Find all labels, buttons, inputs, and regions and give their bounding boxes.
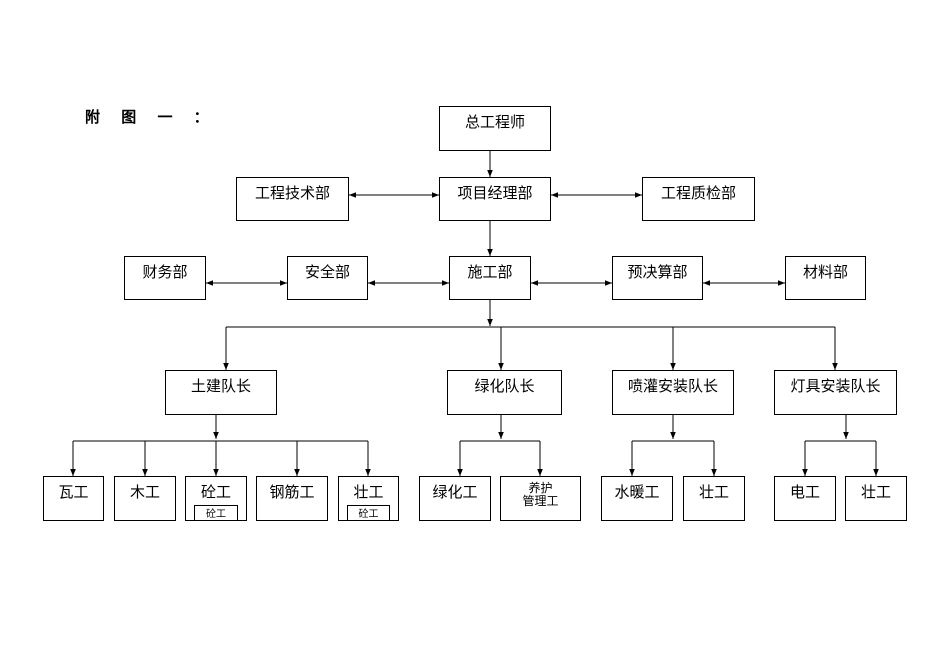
worker-laborer-box-3: 壮工 [845, 476, 907, 521]
lighting-team-box: 灯具安装队长 [774, 370, 897, 415]
greening-team-box: 绿化队长 [447, 370, 562, 415]
worker-concrete-box: 砼工 砼工 [185, 476, 247, 521]
figure-caption: 附 图 一 ： [85, 108, 217, 126]
budget-dept-box: 预决算部 [612, 256, 703, 300]
worker-concrete-label: 砼工 [200, 483, 231, 501]
worker-maintenance-line2: 管理工 [522, 494, 559, 508]
tech-dept-box: 工程技术部 [236, 177, 349, 221]
worker-laborer-label-1: 壮工 [353, 483, 384, 501]
safety-dept-box: 安全部 [287, 256, 368, 300]
worker-greening-box: 绿化工 [419, 476, 491, 521]
quality-dept-box: 工程质检部 [642, 177, 755, 221]
worker-laborer-box-2: 壮工 [683, 476, 745, 521]
construction-dept-box: 施工部 [449, 256, 531, 300]
plumbing-team-box: 喷灌安装队长 [612, 370, 734, 415]
civil-team-box: 土建队长 [165, 370, 277, 415]
material-dept-box: 材料部 [785, 256, 866, 300]
chief-engineer-box: 总工程师 [439, 106, 551, 151]
finance-dept-box: 财务部 [124, 256, 206, 300]
worker-carpenter-box: 木工 [114, 476, 176, 521]
worker-concrete-sub-box: 砼工 [194, 505, 238, 520]
worker-rebar-box: 钢筋工 [256, 476, 328, 521]
worker-plumber-box: 水暖工 [601, 476, 673, 521]
worker-maintenance-line1: 养护 [528, 481, 553, 495]
worker-laborer-sub-box-1: 砼工 [347, 505, 390, 520]
worker-electrician-box: 电工 [774, 476, 836, 521]
project-manager-box: 项目经理部 [439, 177, 551, 221]
worker-laborer-box-1: 壮工 砼工 [338, 476, 399, 521]
worker-tile-box: 瓦工 [43, 476, 104, 521]
worker-maintenance-box: 养护 管理工 [500, 476, 581, 521]
